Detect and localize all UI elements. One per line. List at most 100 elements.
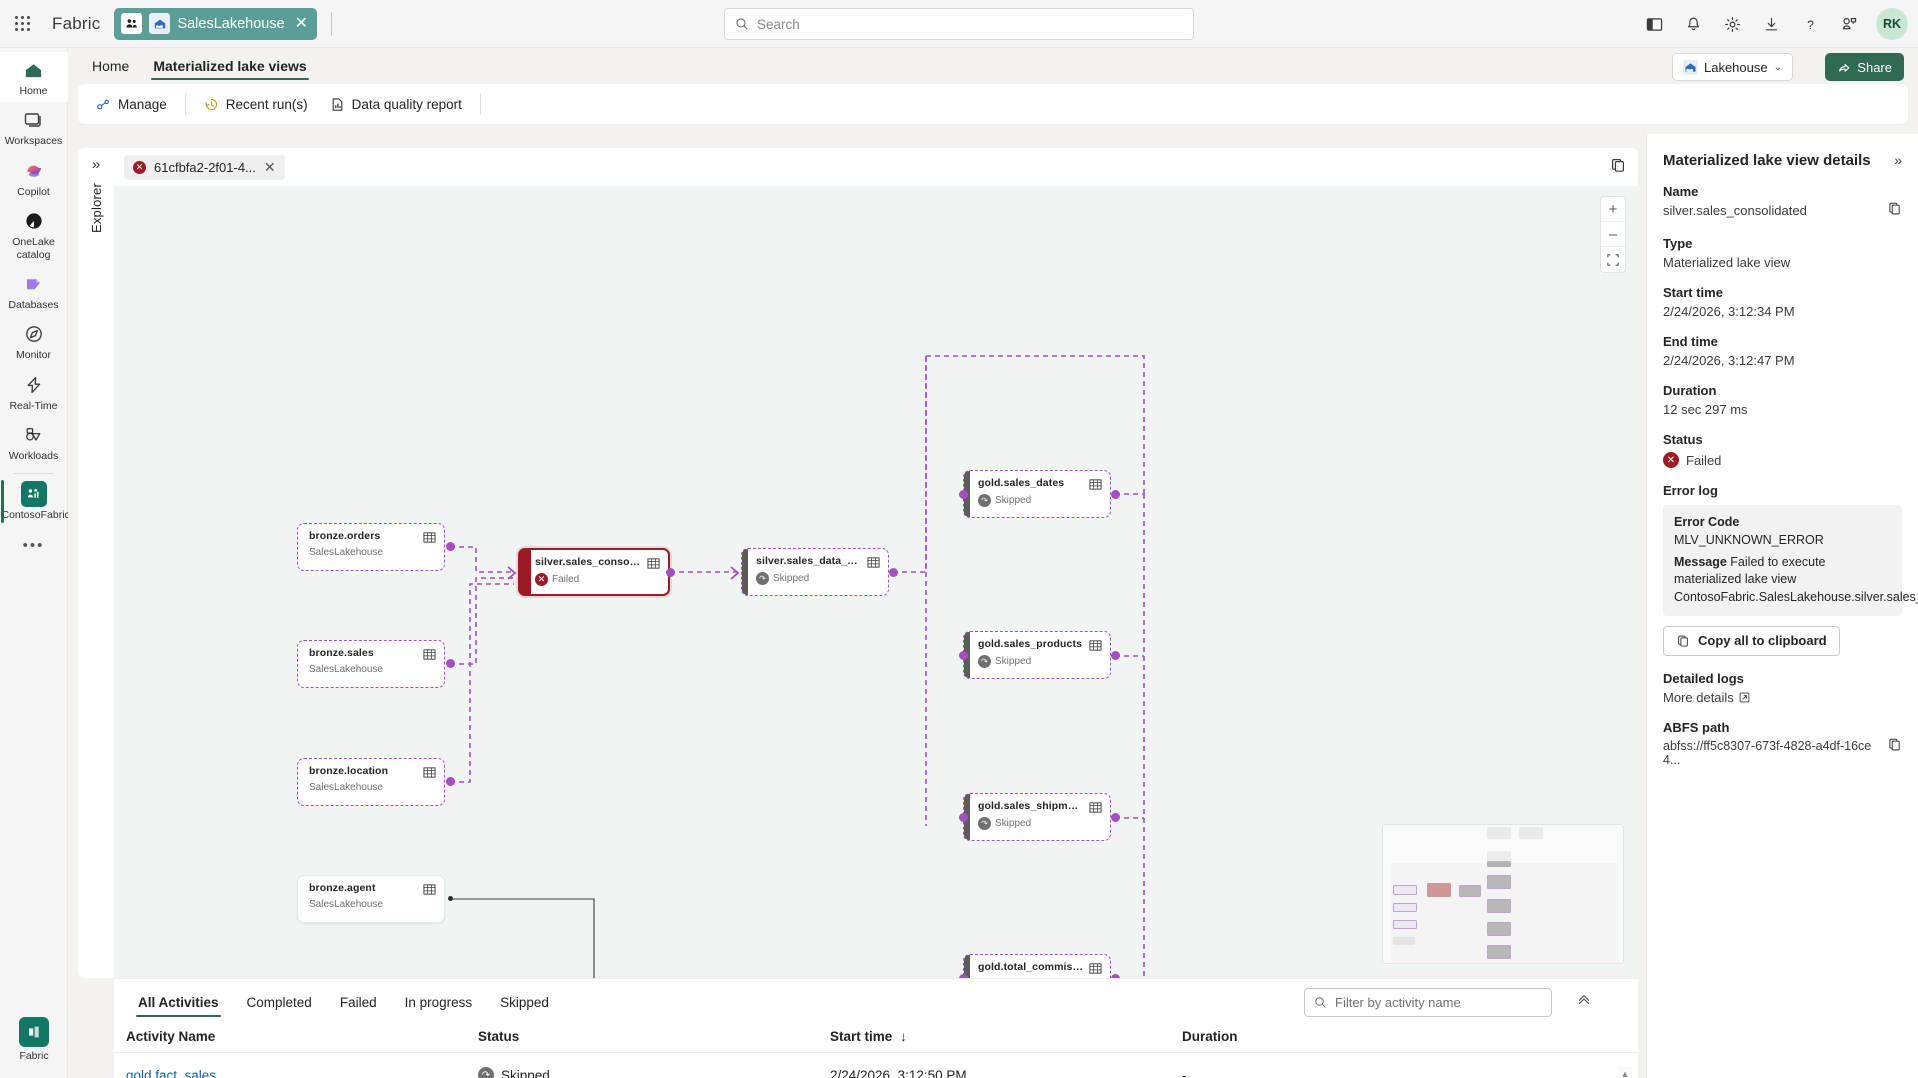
- node-port: [1111, 974, 1120, 978]
- zoom-in-button[interactable]: +: [1601, 197, 1625, 222]
- node-port: [959, 974, 968, 978]
- activity-filter-input[interactable]: Filter by activity name: [1304, 988, 1552, 1017]
- tab-materialized-lake-views[interactable]: Materialized lake views: [141, 54, 318, 82]
- lakehouse-label: Lakehouse: [1703, 59, 1768, 75]
- minimap-node: [1487, 861, 1511, 867]
- copy-name-icon[interactable]: [1887, 201, 1902, 221]
- gear-icon[interactable]: [1714, 6, 1750, 42]
- node-silver-sales-data-cleaned[interactable]: silver.sales_data_cleaned ↷ Skipped: [741, 548, 889, 596]
- start-time-label: Start time: [1663, 285, 1723, 300]
- duration-value: 12 sec 297 ms: [1663, 402, 1748, 417]
- minimap-node: [1487, 851, 1511, 861]
- sidebar-label-workloads: Workloads: [8, 450, 59, 462]
- avatar[interactable]: RK: [1876, 8, 1908, 40]
- col-start-time[interactable]: Start time ↓: [830, 1029, 1182, 1044]
- data-quality-report-button[interactable]: Data quality report: [320, 91, 472, 118]
- minimap[interactable]: [1382, 824, 1624, 964]
- help-icon[interactable]: ?: [1792, 6, 1828, 42]
- tab-skipped[interactable]: Skipped: [500, 995, 549, 1010]
- cell-activity-name[interactable]: gold.fact_sales: [126, 1067, 217, 1078]
- more-details-link[interactable]: More details: [1663, 690, 1902, 705]
- details-title: Materialized lake view details: [1663, 152, 1871, 169]
- collapse-details-icon[interactable]: »: [1894, 152, 1902, 168]
- tab-failed[interactable]: Failed: [339, 995, 377, 1010]
- scroll-up-icon[interactable]: ▲: [1620, 1069, 1630, 1078]
- expand-explorer-icon[interactable]: »: [91, 156, 101, 173]
- sidebar-item-fabric-bottom[interactable]: Fabric: [0, 1016, 68, 1062]
- app-launcher-icon[interactable]: [0, 16, 44, 31]
- node-subtitle: SalesLakehouse: [309, 664, 383, 675]
- close-tab-icon[interactable]: ✕: [263, 159, 276, 175]
- manage-button[interactable]: Manage: [86, 91, 177, 118]
- table-row[interactable]: gold.fact_sales ↷ Skipped 2/24/2026, 3:1…: [114, 1053, 1638, 1078]
- node-status: ✕ Failed: [531, 573, 660, 586]
- col-status[interactable]: Status: [478, 1029, 520, 1044]
- report-icon: [332, 97, 342, 111]
- node-gold-sales-products[interactable]: gold.sales_products ↷ Skipped: [963, 631, 1111, 679]
- sidebar-item-home[interactable]: Home: [0, 52, 68, 103]
- feedback-icon[interactable]: [1831, 6, 1867, 42]
- col-start-time-label: Start time: [830, 1029, 893, 1044]
- sidebar-more-icon[interactable]: •••: [22, 536, 45, 554]
- home-icon: [23, 58, 44, 82]
- explorer-label[interactable]: Explorer: [88, 183, 104, 234]
- sidebar-item-onelake-catalog[interactable]: OneLake catalog: [0, 203, 68, 266]
- sidebar-item-real-time[interactable]: Real-Time: [0, 367, 68, 417]
- node-port: [1111, 651, 1120, 660]
- brand-name[interactable]: Fabric: [52, 13, 101, 33]
- recent-runs-button[interactable]: Recent run(s): [194, 91, 318, 118]
- col-activity-name[interactable]: Activity Name: [126, 1029, 216, 1044]
- node-bronze-location[interactable]: bronze.location SalesLakehouse: [297, 758, 445, 806]
- copy-abfs-icon[interactable]: [1887, 737, 1902, 757]
- sidebar-item-contosofabric[interactable]: ContosoFabric: [0, 476, 70, 526]
- sidebar-item-databases[interactable]: Databases: [0, 266, 68, 316]
- sidebar-item-monitor[interactable]: Monitor: [0, 316, 68, 366]
- node-bronze-sales[interactable]: bronze.sales SalesLakehouse: [297, 640, 445, 688]
- open-item-pill[interactable]: SalesLakehouse ✕: [114, 7, 318, 40]
- skipped-icon: ↷: [978, 655, 991, 668]
- node-bronze-agent[interactable]: bronze.agent SalesLakehouse: [297, 875, 445, 923]
- minimap-node: [1459, 885, 1481, 897]
- rail-divider: [13, 473, 54, 475]
- node-subtitle: SalesLakehouse: [309, 547, 383, 558]
- node-status-label: Skipped: [995, 495, 1032, 506]
- abfs-path-value: abfss://ff5c8307-673f-4828-a4df-16ce4...: [1663, 738, 1872, 767]
- zoom-out-button[interactable]: –: [1601, 222, 1625, 247]
- details-panel: Materialized lake view details » Name si…: [1646, 134, 1918, 1078]
- sidebar-item-workspaces[interactable]: Workspaces: [0, 102, 68, 152]
- col-duration[interactable]: Duration: [1182, 1029, 1238, 1044]
- tab-home[interactable]: Home: [92, 58, 130, 74]
- node-gold-sales-shipmode[interactable]: gold.sales_shipmode ↷ Skipped: [963, 793, 1111, 841]
- node-bronze-orders[interactable]: bronze.orders SalesLakehouse: [297, 523, 445, 571]
- collapse-panel-icon[interactable]: [1576, 991, 1592, 1010]
- bell-icon[interactable]: [1675, 6, 1711, 42]
- node-gold-sales-dates[interactable]: gold.sales_dates ↷ Skipped: [963, 470, 1111, 518]
- node-gold-total-commissions[interactable]: gold.total_commissions ↷ Skipped: [963, 954, 1111, 978]
- share-label: Share: [1857, 59, 1892, 75]
- type-value: Materialized lake view: [1663, 255, 1791, 270]
- tab-all-activities[interactable]: All Activities: [126, 992, 231, 1019]
- lakehouse-selector[interactable]: Lakehouse ⌄: [1671, 53, 1793, 81]
- tab-completed[interactable]: Completed: [246, 995, 312, 1010]
- table-icon: [647, 557, 660, 575]
- sidebar-item-copilot[interactable]: Copilot: [0, 153, 68, 203]
- sidebar-item-workloads[interactable]: Workloads: [0, 417, 68, 467]
- sidebar-label-home: Home: [19, 85, 48, 97]
- share-button[interactable]: Share: [1825, 53, 1904, 81]
- download-icon[interactable]: [1753, 6, 1789, 42]
- global-search[interactable]: Search: [724, 8, 1194, 40]
- panel-layout-icon[interactable]: [1636, 6, 1672, 42]
- copy-all-button[interactable]: Copy all to clipboard: [1663, 625, 1840, 656]
- node-silver-sales-consolidated[interactable]: silver.sales_consolidated ✕ Failed: [518, 548, 670, 596]
- copy-icon[interactable]: [1610, 157, 1626, 178]
- activities-scrollbar[interactable]: ▲ ▼: [1618, 1067, 1632, 1078]
- node-title: bronze.agent: [309, 882, 376, 894]
- fit-to-screen-button[interactable]: [1601, 247, 1625, 272]
- close-item-icon[interactable]: ✕: [294, 14, 309, 32]
- minimap-viewport[interactable]: [1391, 863, 1619, 963]
- lineage-canvas[interactable]: + – bronze.orders SalesLakehouse: [114, 186, 1638, 978]
- doc-tab-run[interactable]: ✕ 61cfbfa2-2f01-4... ✕: [124, 154, 285, 180]
- node-port: [448, 896, 453, 901]
- tab-in-progress[interactable]: In progress: [404, 995, 473, 1010]
- history-icon: [205, 98, 217, 110]
